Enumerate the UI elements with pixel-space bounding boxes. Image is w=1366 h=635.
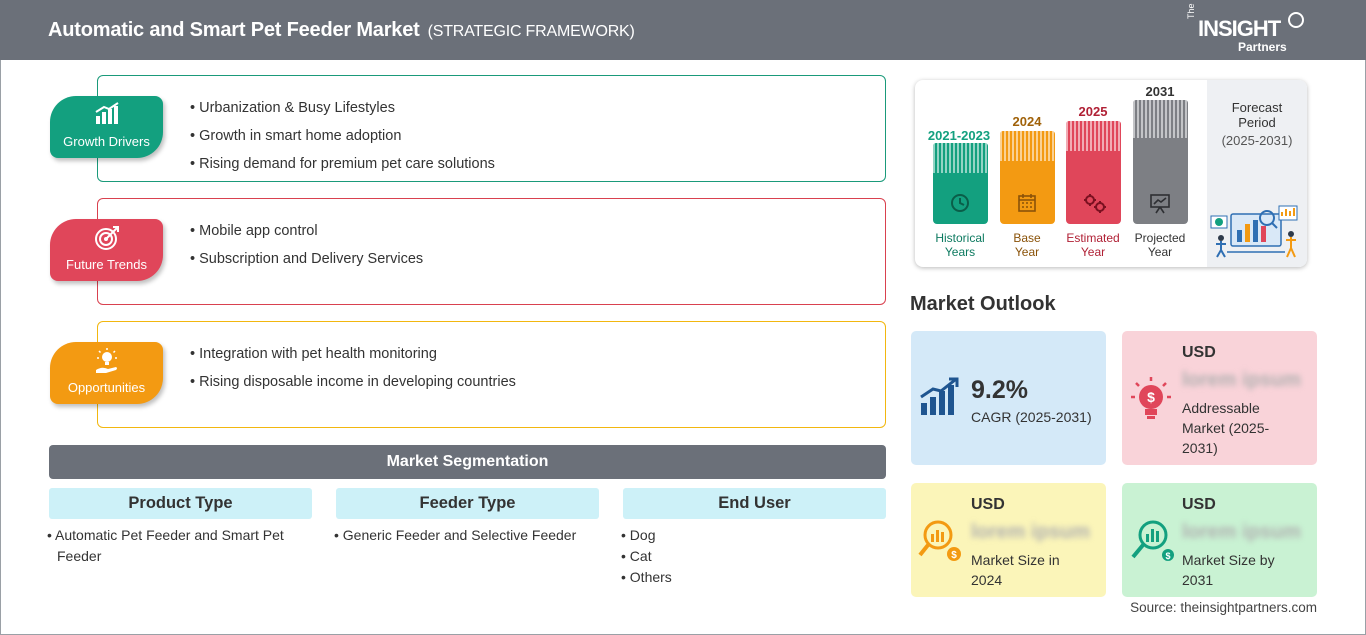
cagr-value: 9.2%: [971, 376, 1028, 404]
source-link[interactable]: Source: theinsightpartners.com: [1130, 600, 1317, 615]
page-subtitle: (STRATEGIC FRAMEWORK): [427, 23, 635, 40]
logo-ring-icon: [1288, 12, 1304, 28]
timeline-bar-projected: [1133, 100, 1188, 224]
header-bar: Automatic and Smart Pet Feeder Market(ST…: [0, 0, 1366, 60]
future-trends-list: Mobile app control Subscription and Deli…: [190, 217, 423, 273]
segment-header-end-user: End User: [623, 488, 886, 519]
market-size-2031-usd: USD: [1182, 496, 1216, 513]
timeline-bar-base: [1000, 131, 1055, 224]
segment-list-end-user: Dog Cat Others: [621, 525, 886, 588]
growth-drivers-list: Urbanization & Busy Lifestyles Growth in…: [190, 94, 495, 178]
analytics-people-illustration-icon: [1210, 205, 1298, 258]
segment-list-feeder-type: Generic Feeder and Selective Feeder: [334, 525, 599, 546]
list-item: Rising disposable income in developing c…: [190, 368, 516, 396]
segment-list-product-type: Automatic Pet Feeder and Smart Pet Feede…: [47, 525, 312, 567]
list-item: Mobile app control: [190, 217, 423, 245]
market-size-2024-value-blurred: lorem ipsum: [971, 521, 1090, 543]
list-item: Urbanization & Busy Lifestyles: [190, 94, 495, 122]
list-item: Growth in smart home adoption: [190, 122, 495, 150]
list-item: Dog: [621, 525, 886, 546]
market-size-2031-label: Market Size by 2031: [1182, 552, 1275, 588]
market-size-2031-value-blurred: lorem ipsum: [1182, 521, 1301, 543]
presentation-icon: [1150, 194, 1170, 214]
market-size-2024-usd: USD: [971, 496, 1005, 513]
lightbulb-dollar-icon: $: [1131, 377, 1171, 419]
lightbulb-hand-icon: [96, 348, 117, 373]
timeline-year-base: 2024: [1012, 114, 1042, 129]
calendar-icon: [1018, 194, 1036, 212]
opportunities-tag: Opportunities: [50, 342, 163, 404]
future-trends-tag: Future Trends: [50, 219, 163, 281]
list-item: Integration with pet health monitoring: [190, 340, 516, 368]
forecast-period: (2025-2031): [1221, 133, 1293, 148]
growth-drivers-label: Growth Drivers: [63, 134, 150, 149]
target-icon: [95, 226, 119, 250]
opportunities-list: Integration with pet health monitoring R…: [190, 340, 516, 396]
market-size-2024-label: Market Size in 2024: [971, 552, 1060, 588]
growth-chart-icon: [920, 377, 959, 415]
bar-chart-growth-icon: [95, 102, 119, 124]
market-outlook-title: Market Outlook: [910, 293, 1056, 315]
list-item: Rising demand for premium pet care solut…: [190, 150, 495, 178]
list-item: Others: [621, 567, 886, 588]
timeline-year-historical: 2021-2023: [927, 128, 991, 143]
cagr-label: CAGR (2025-2031): [971, 409, 1092, 425]
svg-text:$: $: [1165, 551, 1170, 561]
gears-icon: [1084, 194, 1106, 213]
opportunities-label: Opportunities: [67, 380, 146, 395]
growth-drivers-tag: Growth Drivers: [50, 96, 163, 158]
list-item: Subscription and Delivery Services: [190, 245, 423, 273]
magnifier-coins-icon: $: [918, 520, 961, 561]
addressable-value-blurred: lorem ipsum: [1182, 369, 1301, 391]
growth-drivers-box: Urbanization & Busy Lifestyles Growth in…: [97, 75, 886, 182]
list-item: Cat: [621, 546, 886, 567]
future-trends-box: Mobile app control Subscription and Deli…: [97, 198, 886, 305]
insight-partners-logo: The INSIGHT Partners: [1186, 3, 1306, 54]
history-icon: [951, 194, 969, 212]
market-segmentation-title: Market Segmentation: [49, 445, 886, 479]
market-size-2031-card: $ USD lorem ipsum Market Size by 2031: [1122, 483, 1317, 597]
magnifier-chart-icon: $: [1131, 520, 1174, 561]
addressable-label: Addressable Market (2025-2031): [1182, 400, 1270, 456]
page-title: Automatic and Smart Pet Feeder Market(ST…: [48, 19, 635, 41]
list-item: Generic Feeder and Selective Feeder: [334, 525, 599, 546]
segment-header-feeder-type: Feeder Type: [336, 488, 599, 519]
svg-text:$: $: [1147, 389, 1155, 405]
market-size-2024-card: $ USD lorem ipsum Market Size in 2024: [911, 483, 1106, 597]
list-item: Automatic Pet Feeder and Smart Pet Feede…: [47, 525, 312, 567]
timeline-bar-historical: [933, 143, 988, 224]
addressable-market-card: $ USD lorem ipsum Addressable Market (20…: [1122, 331, 1317, 465]
timeline-bar-estimated: [1066, 121, 1121, 224]
cagr-card: 9.2% CAGR (2025-2031): [911, 331, 1106, 465]
svg-text:$: $: [951, 550, 957, 561]
segment-header-product-type: Product Type: [49, 488, 312, 519]
future-trends-label: Future Trends: [66, 257, 147, 272]
timeline-year-projected: 2031: [1145, 84, 1175, 99]
opportunities-box: Integration with pet health monitoring R…: [97, 321, 886, 428]
timeline-year-estimated: 2025: [1078, 104, 1108, 119]
addressable-usd: USD: [1182, 344, 1216, 361]
